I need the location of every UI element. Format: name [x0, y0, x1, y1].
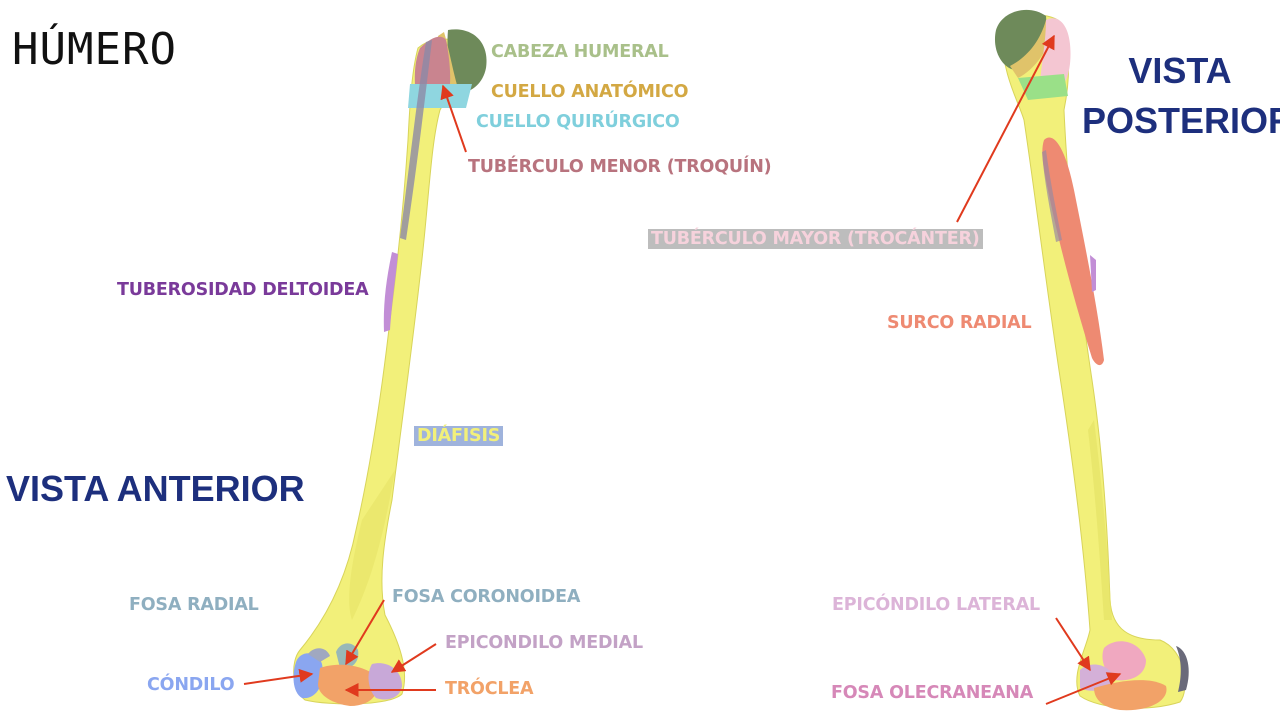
label-troclea: TRÓCLEA: [445, 679, 534, 699]
label-epicondilo-lateral: EPICÓNDILO LATERAL: [832, 595, 1040, 615]
view-posterior-line2: POSTERIOR: [1082, 100, 1280, 141]
anterior-radial-fossa: [308, 648, 330, 662]
posterior-trochlea: [1094, 680, 1167, 711]
arrow-lesser-tubercle: [440, 84, 467, 153]
anterior-intertubercular-groove: [400, 40, 432, 240]
view-anterior-label: VISTA ANTERIOR: [6, 464, 305, 514]
label-fosa-radial: FOSA RADIAL: [129, 595, 259, 615]
posterior-medial-edge: [1176, 646, 1189, 692]
label-cabeza-humeral: CABEZA HUMERAL: [491, 42, 669, 62]
page-title: HÚMERO: [12, 24, 177, 75]
label-tuberculo-mayor: TUBÉRCULO MAYOR (TROCÁNTER): [648, 229, 983, 249]
view-posterior-label: VISTA POSTERIOR: [1082, 46, 1280, 146]
posterior-lateral-edge: [1090, 255, 1096, 292]
posterior-shaft-shade: [1088, 420, 1112, 620]
arrow-coronoid-fossa: [345, 599, 385, 666]
label-epicondilo-medial: EPICONDILO MEDIAL: [445, 633, 643, 653]
label-tuberosidad-deltoidea: TUBEROSIDAD DELTOIDEA: [117, 280, 369, 300]
arrow-lateral-epicondyle: [1055, 617, 1091, 672]
arrow-medial-epicondyle: [390, 643, 437, 673]
pointer-arrows: [243, 34, 1122, 705]
label-diafisis: DIÁFISIS: [414, 426, 504, 446]
arrow-olecranon-fossa: [1045, 672, 1122, 705]
posterior-humerus: [994, 9, 1189, 711]
anterior-deltoid-tuberosity: [383, 252, 398, 332]
arrow-condyle: [243, 668, 314, 685]
posterior-anatomical-neck: [1010, 20, 1054, 78]
anterior-shaft-shade: [349, 470, 395, 620]
label-tuberculo-menor: TUBÉRCULO MENOR (TROQUÍN): [468, 157, 772, 177]
posterior-radial-groove: [1042, 137, 1104, 366]
label-condilo: CÓNDILO: [147, 675, 235, 695]
posterior-lateral-epicondyle: [1102, 641, 1146, 681]
view-posterior-line1: VISTA: [1128, 50, 1232, 91]
arrow-greater-tubercle: [956, 34, 1055, 223]
label-fosa-coronoidea: FOSA CORONOIDEA: [392, 587, 581, 607]
label-surco-radial: SURCO RADIAL: [887, 313, 1032, 333]
view-anterior-text: VISTA ANTERIOR: [6, 468, 305, 509]
label-fosa-olecraneana: FOSA OLECRANEANA: [831, 683, 1034, 703]
posterior-radial-groove-shade: [1042, 150, 1062, 242]
label-cuello-quirurgico: CUELLO QUIRÚRGICO: [476, 112, 680, 132]
label-cuello-anatomico: CUELLO ANATÓMICO: [491, 82, 689, 102]
anterior-humeral-head: [447, 29, 487, 93]
